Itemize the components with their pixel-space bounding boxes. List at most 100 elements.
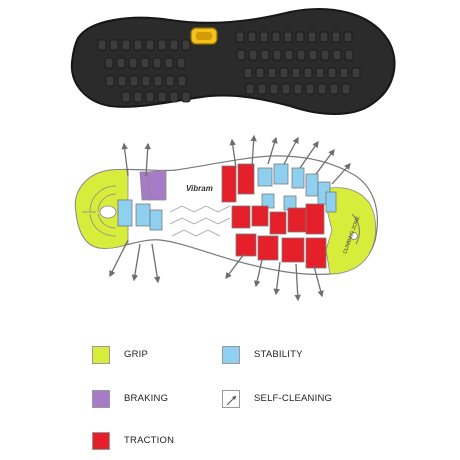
stability-zones	[117, 163, 337, 231]
traction-zones	[221, 163, 327, 269]
tread-lug	[341, 83, 351, 95]
self-cleaning-arrow-icon	[222, 390, 240, 408]
self-cleaning-arrow	[109, 239, 129, 278]
self-cleaning-arrow	[267, 136, 278, 165]
tread-lug	[303, 67, 313, 79]
legend-label-traction: TRACTION	[124, 435, 175, 446]
self-cleaning-arrow	[313, 265, 324, 298]
tread-lug	[272, 49, 282, 61]
tread-lug	[245, 83, 255, 95]
tread-lug	[169, 39, 179, 51]
tread-lug	[339, 67, 349, 79]
self-cleaning-arrow	[283, 136, 299, 165]
self-cleaning-arrows	[109, 134, 351, 302]
stability-swatch	[222, 346, 240, 364]
self-cleaning-arrow	[315, 148, 335, 175]
tread-lug	[247, 31, 257, 43]
tread-lug	[267, 67, 277, 79]
traction-block	[221, 165, 237, 203]
traction-block	[305, 237, 327, 269]
vibram-logo: Vibram	[186, 184, 213, 193]
self-cleaning-arrow	[121, 142, 129, 177]
tread-lug	[284, 49, 294, 61]
tread-lug	[305, 83, 315, 95]
tread-lug	[332, 49, 342, 61]
stability-block	[291, 167, 305, 189]
legend-label-stability: STABILITY	[254, 349, 303, 360]
self-cleaning-arrow	[299, 140, 319, 169]
stability-block	[325, 191, 337, 213]
traction-block	[251, 205, 269, 227]
tread-lug	[133, 91, 143, 103]
tread-lug	[351, 67, 361, 79]
stability-block	[257, 167, 273, 187]
sole-map: CLIMBING ZONE Vibram	[74, 134, 378, 302]
self-cleaning-arrow	[225, 253, 245, 280]
tread-lug	[181, 91, 191, 103]
tread-lug	[165, 75, 175, 87]
tread-lug	[145, 39, 155, 51]
tread-lug	[169, 91, 179, 103]
outsole-photo	[70, 8, 396, 115]
self-cleaning-arrow	[144, 142, 151, 177]
grip-zone-toe	[325, 187, 377, 275]
self-cleaning-arrow	[294, 263, 301, 302]
tread-lug	[255, 67, 265, 79]
traction-block	[231, 205, 251, 229]
tread-lug	[257, 83, 267, 95]
traction-block	[269, 211, 287, 235]
tread-lug	[343, 31, 353, 43]
tread-lug	[121, 39, 131, 51]
tread-lug	[307, 31, 317, 43]
braking-swatch	[92, 390, 110, 408]
tread-lug	[140, 57, 150, 69]
self-cleaning-arrow	[273, 261, 281, 296]
traction-block	[287, 207, 307, 233]
tread-lug	[319, 31, 329, 43]
tread-lug	[128, 57, 138, 69]
tread-lug	[176, 57, 186, 69]
tread-lugs	[97, 31, 361, 103]
tread-lug	[235, 31, 245, 43]
tread-lug	[105, 75, 115, 87]
tread-lug	[269, 83, 279, 95]
tread-lug	[152, 57, 162, 69]
tread-lug	[236, 49, 246, 61]
tread-lug	[121, 91, 131, 103]
traction-block	[281, 237, 305, 263]
self-cleaning-arrow	[229, 138, 237, 169]
traction-block	[235, 233, 257, 257]
tread-lug	[248, 49, 258, 61]
midfoot-pattern	[169, 205, 231, 237]
stability-block	[273, 163, 289, 185]
tread-lug	[141, 75, 151, 87]
stability-block	[305, 173, 319, 197]
tread-lug	[317, 83, 327, 95]
grip-swatch	[92, 346, 110, 364]
self-cleaning-arrow	[151, 243, 161, 284]
self-cleaning-arrow	[254, 259, 263, 288]
traction-swatch	[92, 432, 110, 450]
tread-lug	[308, 49, 318, 61]
legend-label-self-cleaning: SELF-CLEANING	[254, 393, 333, 404]
tread-lug	[295, 31, 305, 43]
tread-lug	[291, 67, 301, 79]
tread-lug	[327, 67, 337, 79]
stability-block	[135, 203, 151, 227]
tread-lug	[177, 75, 187, 87]
tread-lug	[181, 39, 191, 51]
tread-lug	[133, 39, 143, 51]
tread-lug	[260, 49, 270, 61]
tread-lug	[281, 83, 291, 95]
tread-lug	[104, 57, 114, 69]
tread-lug	[331, 31, 341, 43]
tread-lug	[293, 83, 303, 95]
stability-block	[149, 209, 163, 231]
tread-lug	[157, 39, 167, 51]
traction-block	[237, 163, 255, 195]
stability-block	[117, 199, 133, 227]
traction-block	[305, 203, 325, 235]
tread-lug	[296, 49, 306, 61]
tread-lug	[117, 75, 127, 87]
